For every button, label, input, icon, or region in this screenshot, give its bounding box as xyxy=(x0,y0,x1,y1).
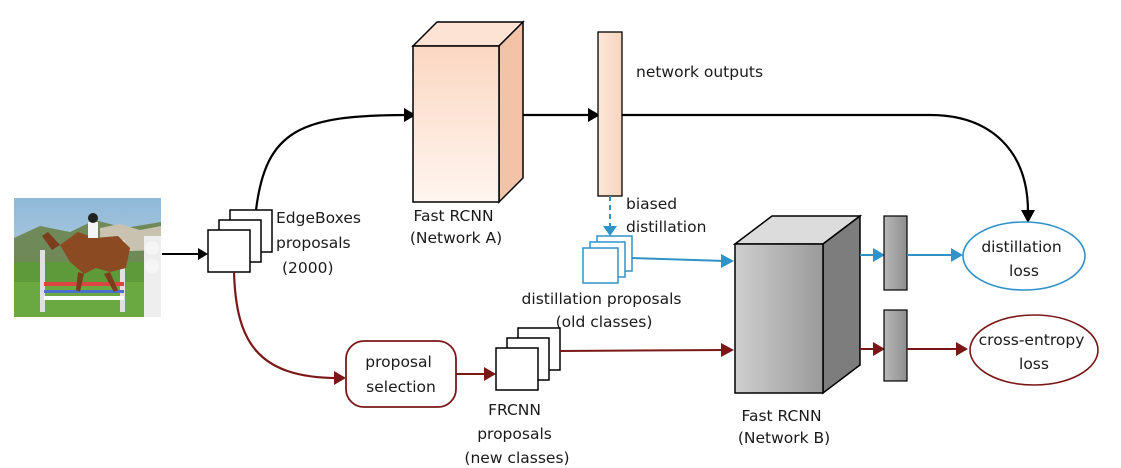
edgeboxes-label-line1: EdgeBoxes xyxy=(276,209,361,227)
cross-entropy-loss-ellipse xyxy=(969,314,1099,386)
arrowhead xyxy=(721,343,734,357)
distillation-loss-label: distillation loss xyxy=(981,238,1066,280)
input-image xyxy=(14,198,161,317)
biased-distillation-line2: distillation xyxy=(626,218,706,236)
arrowhead xyxy=(404,108,416,122)
frcnn-proposals-stack xyxy=(495,327,561,391)
network-b-label-line1: Fast RCNN xyxy=(741,407,821,425)
arrowhead xyxy=(873,248,885,262)
cross-entropy-head-box xyxy=(883,309,908,382)
network-outputs-label: network outputs xyxy=(636,63,763,81)
network-b-label-line2: (Network B) xyxy=(738,429,830,447)
network-a-label-line1: Fast RCNN xyxy=(413,207,493,225)
proposal-selection-line2: selection xyxy=(366,378,436,396)
proposal-selection-label: proposal selection xyxy=(365,353,437,396)
network-b-box xyxy=(732,214,863,395)
distillation-proposals-stack xyxy=(582,235,633,284)
distillation-proposals-line1: distillation proposals xyxy=(522,290,682,308)
edgeboxes-label-line3: (2000) xyxy=(282,259,334,277)
frcnn-proposals-to-network-b-arrow xyxy=(559,349,726,352)
arrowhead xyxy=(956,342,968,356)
proposals-to-selection-path xyxy=(232,271,339,380)
outputs-to-distillation-loss-path xyxy=(622,113,1030,213)
arrowhead xyxy=(873,342,885,356)
distillation-proposals-to-network-b-arrow xyxy=(631,257,726,262)
biased-distillation-line1: biased xyxy=(626,195,677,213)
network-a-label: Fast RCNN (Network A) xyxy=(410,207,502,247)
cross-entropy-loss-line1: cross-entropy xyxy=(979,331,1085,349)
cross-entropy-loss-label: cross-entropy loss xyxy=(979,331,1090,373)
arrowhead xyxy=(198,248,208,260)
arrowhead xyxy=(484,367,496,381)
distillation-proposals-line2: (old classes) xyxy=(556,313,653,331)
distillation-proposals-label: distillation proposals (old classes) xyxy=(522,290,687,331)
arrowhead xyxy=(588,108,600,122)
arrowhead xyxy=(1021,210,1035,223)
network-a-label-line2: (Network A) xyxy=(410,229,502,247)
frcnn-proposals-line2: proposals xyxy=(477,425,552,443)
network-a-box xyxy=(411,20,525,204)
edgeboxes-proposals-stack xyxy=(207,209,273,273)
arrowhead xyxy=(334,371,346,385)
distillation-loss-line1: distillation xyxy=(981,238,1061,256)
frcnn-proposals-line3: (new classes) xyxy=(464,449,569,467)
frcnn-proposals-label: FRCNN proposals (new classes) xyxy=(464,401,569,467)
arrowhead xyxy=(721,254,734,268)
distillation-loss-ellipse xyxy=(962,221,1086,291)
arrowhead xyxy=(603,226,617,236)
edgeboxes-label-line2: proposals xyxy=(276,234,351,252)
biased-distillation-label: biased distillation xyxy=(626,195,706,236)
network-outputs-bar xyxy=(597,31,623,197)
network-b-label: Fast RCNN (Network B) xyxy=(738,407,830,447)
distillation-loss-line2: loss xyxy=(1009,262,1039,280)
frcnn-proposals-line1: FRCNN xyxy=(488,401,541,419)
proposals-to-network-a-path xyxy=(254,113,409,211)
distillation-head-box xyxy=(883,215,908,291)
arrowhead xyxy=(951,248,963,262)
cross-entropy-loss-line2: loss xyxy=(1019,355,1049,373)
proposal-selection-line1: proposal xyxy=(365,353,432,371)
edgeboxes-label: EdgeBoxes proposals (2000) xyxy=(276,209,366,277)
proposal-selection-box xyxy=(345,340,457,408)
